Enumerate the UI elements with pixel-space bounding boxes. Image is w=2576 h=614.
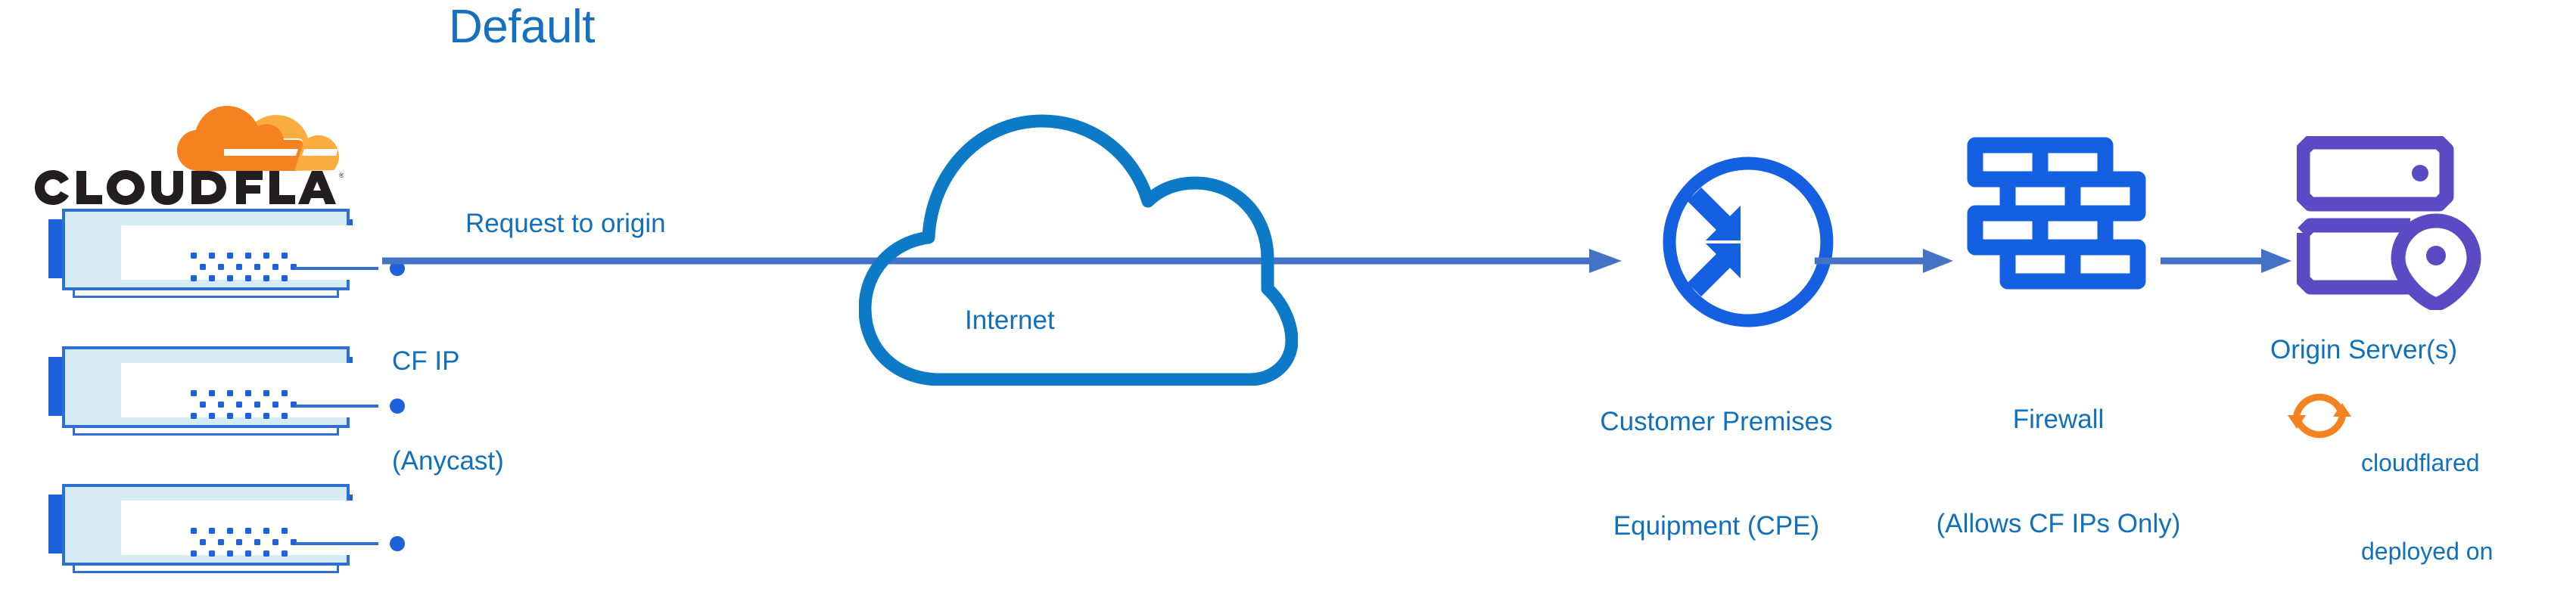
cloudflared-line-2: deployed on bbox=[2361, 538, 2494, 565]
server-status-line bbox=[295, 405, 378, 408]
server-status-line bbox=[295, 542, 378, 545]
page-title: Default bbox=[449, 1, 595, 53]
cpe-label-line-1: Customer Premises bbox=[1600, 407, 1833, 436]
cloudflare-wordmark: ® bbox=[35, 170, 344, 205]
registered-trademark-symbol: ® bbox=[339, 172, 344, 179]
cloudflared-line-1: cloudflared bbox=[2361, 449, 2480, 476]
firewall-label-line-1: Firewall bbox=[2012, 405, 2105, 434]
internet-label: Internet bbox=[965, 305, 1055, 335]
server-vent-dots-icon bbox=[191, 253, 297, 281]
server-led-icon bbox=[390, 398, 405, 414]
server-chassis bbox=[62, 484, 405, 566]
cpe-label: Customer Premises Equipment (CPE) bbox=[1557, 335, 1875, 613]
cloudflare-edge-server-2 bbox=[23, 346, 405, 437]
cpe-label-line-2: Equipment (CPE) bbox=[1613, 511, 1820, 541]
cloudflare-logo: ® bbox=[26, 106, 344, 212]
server-status-line bbox=[295, 267, 378, 270]
cloudflared-label: cloudflared deployed on servers bbox=[2361, 389, 2493, 614]
firewall-label-line-2: (Allows CF IPs Only) bbox=[1936, 509, 2181, 538]
firewall-label: Firewall (Allows CF IPs Only) bbox=[1903, 333, 2214, 611]
cloudflare-edge-server-3 bbox=[23, 484, 405, 575]
cloudflared-refresh-icon bbox=[2288, 393, 2351, 439]
request-to-origin-label: Request to origin bbox=[465, 209, 666, 238]
arrow-edge-to-cpe bbox=[382, 249, 1622, 273]
server-faceplate bbox=[121, 501, 405, 557]
origin-server-label: Origin Server(s) bbox=[2270, 335, 2457, 364]
server-chassis bbox=[62, 346, 405, 428]
cf-ip-line-1: CF IP bbox=[392, 346, 460, 376]
cloudflare-cloud-icon bbox=[177, 106, 339, 171]
arrow-firewall-to-origin bbox=[2161, 249, 2291, 273]
server-tab-left bbox=[48, 495, 65, 554]
server-vent-dots-icon bbox=[191, 528, 297, 557]
cf-ip-anycast-label: CF IP (Anycast) bbox=[392, 278, 504, 544]
firewall-brick-wall-icon bbox=[1967, 137, 2146, 290]
cf-ip-line-2: (Anycast) bbox=[392, 446, 504, 476]
cloudflare-edge-server-1 bbox=[23, 209, 405, 299]
server-led-icon bbox=[390, 261, 405, 276]
cpe-router-icon bbox=[1663, 157, 1834, 327]
origin-server-icon bbox=[2297, 136, 2481, 310]
arrow-cpe-to-firewall bbox=[1815, 249, 1953, 273]
server-vent-dots-icon bbox=[191, 390, 297, 419]
server-led-icon bbox=[390, 536, 405, 551]
server-tab-left bbox=[48, 219, 65, 278]
server-tab-left bbox=[48, 357, 65, 416]
server-faceplate bbox=[121, 363, 405, 419]
server-faceplate bbox=[121, 225, 405, 281]
internet-cloud-icon bbox=[859, 114, 1298, 386]
server-chassis bbox=[62, 209, 405, 290]
